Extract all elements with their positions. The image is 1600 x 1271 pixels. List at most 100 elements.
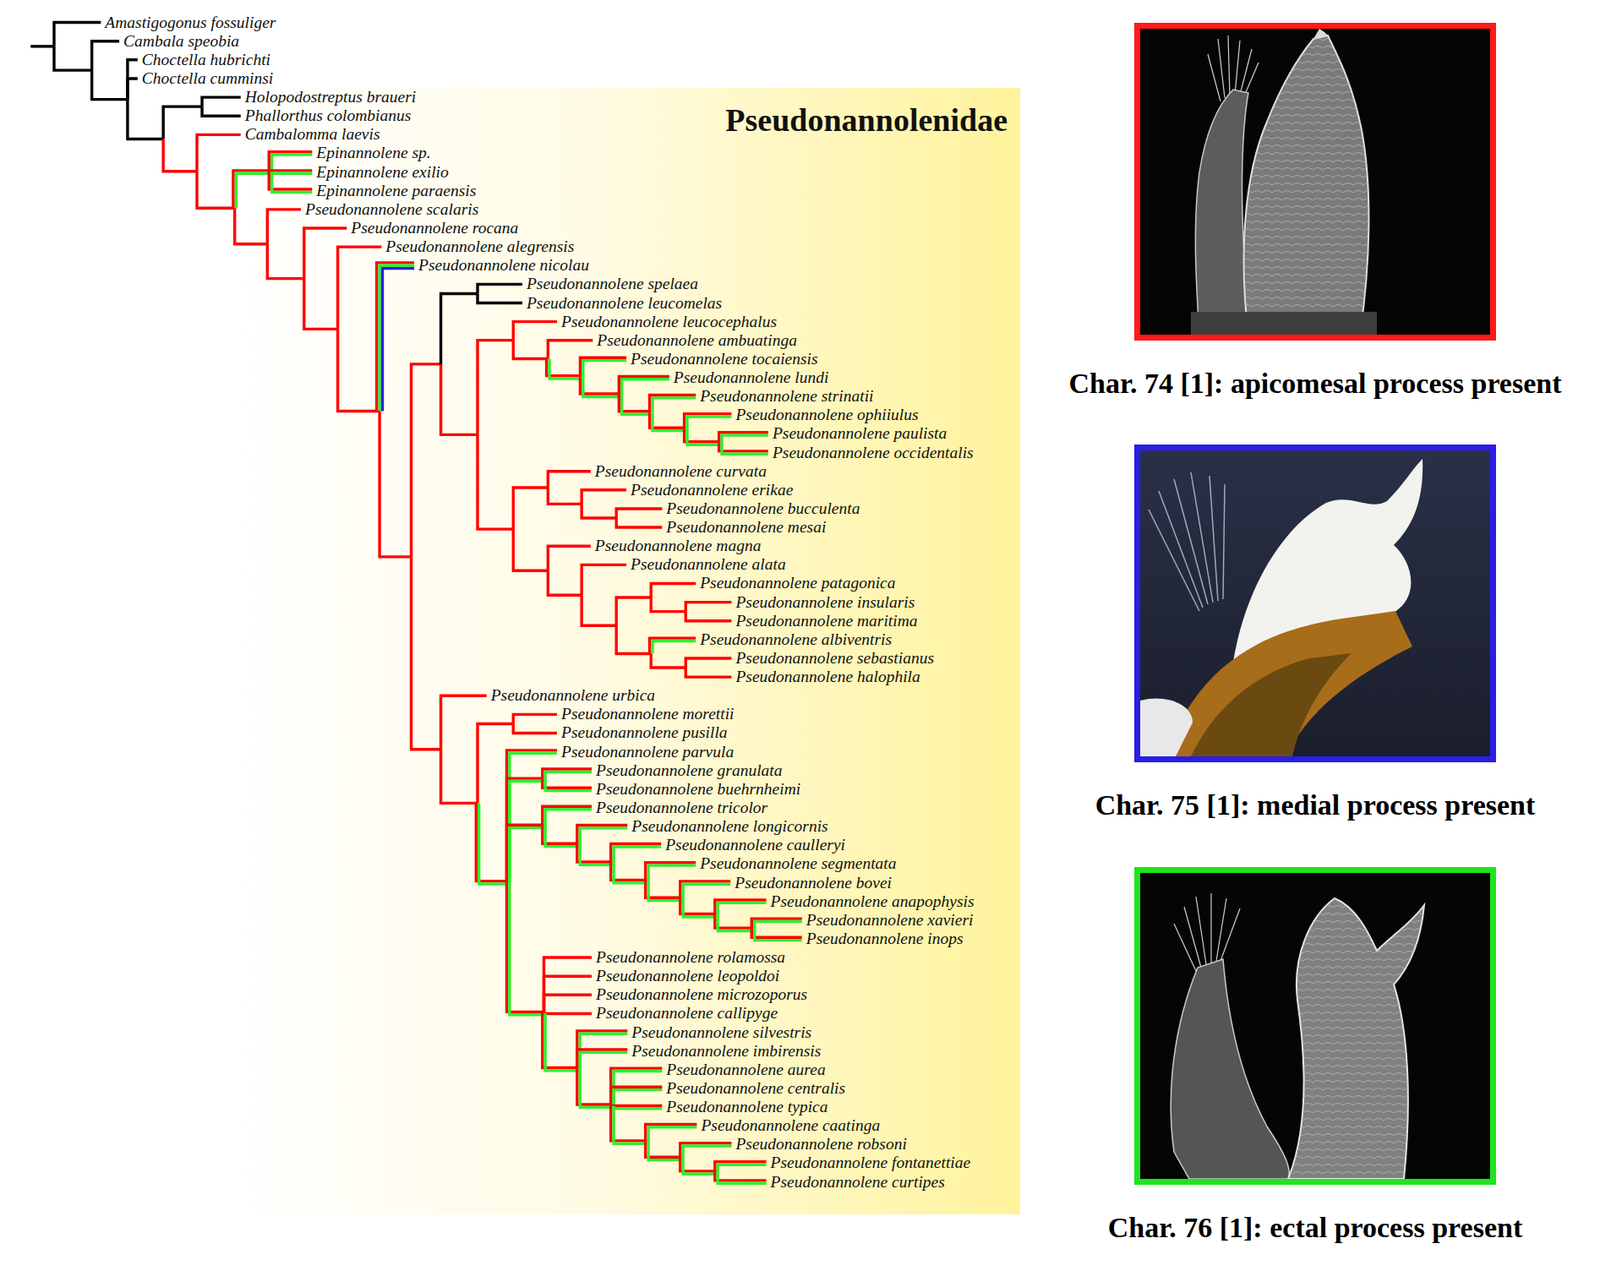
tree-branch	[611, 844, 661, 864]
sem-photo-part-part	[1174, 923, 1196, 972]
tree-branch	[652, 413, 686, 432]
tree-branch	[577, 824, 628, 845]
sem-photo	[1140, 873, 1491, 1180]
tree-branch	[411, 364, 442, 557]
tree-branch	[545, 826, 579, 847]
tree-branch	[613, 1106, 662, 1109]
taxon-slot: Pseudonannolene segmentata	[699, 854, 896, 874]
taxon-slot: Pseudonannolene leopoldoi	[595, 966, 780, 986]
taxon-slot: Pseudonannolene strinatii	[699, 387, 874, 406]
tree-branch	[684, 429, 721, 443]
tree-branch	[754, 921, 803, 929]
tree-branch	[754, 929, 803, 941]
taxon-slot: Epinannolene paraensis	[316, 181, 476, 201]
tree-branch	[613, 846, 661, 864]
tree-branch	[611, 1106, 648, 1142]
tree-branch	[583, 360, 627, 378]
tree-branch	[680, 1143, 732, 1159]
taxon-name: Choctella cumminsi	[141, 69, 274, 88]
sem-photo	[1140, 28, 1491, 335]
light-photo-part	[1190, 653, 1352, 757]
tree-branch	[715, 900, 767, 916]
taxon-slot: Pseudonannolene robsoni	[735, 1135, 907, 1154]
taxon-name: Pseudonannolene segmentata	[699, 854, 896, 874]
taxon-name: Pseudonannolene insularis	[735, 593, 915, 612]
taxon-name: Pseudonannolene magna	[595, 536, 762, 556]
sem-photo-part-part	[1216, 898, 1227, 962]
tree-branch	[543, 957, 592, 1014]
tree-branch	[513, 487, 548, 530]
taxon-slot: Pseudonannolene alegrensis	[385, 237, 574, 257]
taxon-name: Pseudonannolene tricolor	[595, 798, 768, 818]
character-caption: Char. 76 [1]: ectal process present	[1108, 1211, 1523, 1245]
tree-branch	[267, 244, 304, 279]
tree-branch	[513, 340, 548, 360]
taxon-slot: Pseudonannolene typica	[666, 1097, 828, 1117]
taxon-name: Pseudonannolene bucculenta	[666, 499, 860, 519]
taxon-name: Pseudonannolene paulista	[772, 424, 947, 443]
tree-branch	[513, 723, 557, 733]
tree-branch	[611, 1068, 663, 1107]
tree-branch	[581, 490, 627, 505]
taxon-name: Pseudonannolene inops	[806, 929, 964, 949]
taxon-name: Pseudonannolene mesai	[666, 518, 826, 537]
tree-branch	[513, 529, 548, 571]
tree-branch	[577, 1069, 613, 1105]
taxon-slot: Epinannolene sp.	[316, 143, 431, 163]
sem-photo-part-part	[1195, 896, 1207, 965]
taxon-name: Epinannolene paraensis	[316, 181, 476, 201]
taxon-name: Pseudonannolene xavieri	[806, 911, 974, 930]
tree-branch	[648, 865, 696, 882]
taxon-name: Pseudonannolene patagonica	[699, 573, 896, 593]
taxon-name: Pseudonannolene anapophysis	[770, 892, 975, 912]
taxon-slot: Pseudonannolene caulleryi	[665, 835, 846, 855]
taxon-name: Pseudonannolene parvula	[561, 742, 734, 762]
tree-branch	[680, 899, 717, 915]
taxon-slot: Pseudonannolene imbirensis	[631, 1042, 821, 1061]
tree-branch	[54, 46, 93, 71]
taxon-slot: Pseudonannolene longicornis	[631, 817, 828, 836]
taxon-name: Pseudonannolene lundi	[673, 368, 830, 388]
tree-branch	[479, 802, 509, 885]
tree-branch	[685, 658, 732, 668]
tree-branch	[680, 1158, 717, 1172]
tree-branch	[645, 862, 696, 882]
light-photo-part	[1157, 611, 1413, 757]
tree-branch	[272, 172, 313, 193]
taxon-slot: Pseudonannolene mesai	[666, 518, 826, 537]
light-photo-part	[1148, 472, 1225, 612]
taxon-slot: Pseudonannolene anapophysis	[770, 892, 975, 912]
tree-branch	[268, 152, 312, 173]
tree-branch	[579, 1033, 628, 1070]
taxon-slot: Pseudonannolene leucocephalus	[561, 312, 777, 332]
sem-photo-part-part	[1239, 49, 1252, 95]
tree-branch	[645, 1142, 683, 1158]
tree-branch	[649, 638, 697, 654]
taxon-name: Pseudonannolene albiventris	[699, 630, 892, 650]
tree-branch	[719, 432, 769, 444]
taxon-slot: Pseudonannolene paulista	[772, 424, 947, 443]
tree-branch	[304, 228, 348, 279]
tree-branch	[547, 546, 591, 571]
tree-branch	[441, 293, 478, 364]
tree-branch	[338, 246, 383, 329]
tree-branch	[645, 1124, 698, 1143]
tree-branch	[645, 881, 683, 898]
taxon-name: Pseudonannolene erikae	[630, 480, 793, 500]
tree-branch	[717, 1173, 766, 1185]
taxon-slot: Pseudonannolene magna	[595, 536, 762, 556]
taxon-slot: Pseudonannolene curvata	[595, 462, 767, 481]
taxon-name: Pseudonannolene ophiiulus	[735, 405, 918, 425]
taxon-slot: Pseudonannolene silvestris	[631, 1023, 812, 1043]
taxon-slot: Pseudonannolene spelaea	[526, 274, 699, 294]
tree-branch	[202, 97, 241, 107]
light-photo-part-part	[1158, 491, 1203, 608]
taxon-name: Pseudonannolene rocana	[350, 218, 519, 238]
taxon-name: Choctella hubrichti	[141, 50, 271, 70]
sem-photo-part-part	[1244, 62, 1259, 97]
tree-branch	[687, 429, 721, 445]
taxon-name: Pseudonannolene leopoldoi	[595, 966, 780, 986]
tree-branch	[579, 1069, 612, 1108]
taxon-name: Pseudonannolene robsoni	[735, 1135, 907, 1154]
taxon-name: Pseudonannolene callipyge	[595, 1004, 778, 1023]
